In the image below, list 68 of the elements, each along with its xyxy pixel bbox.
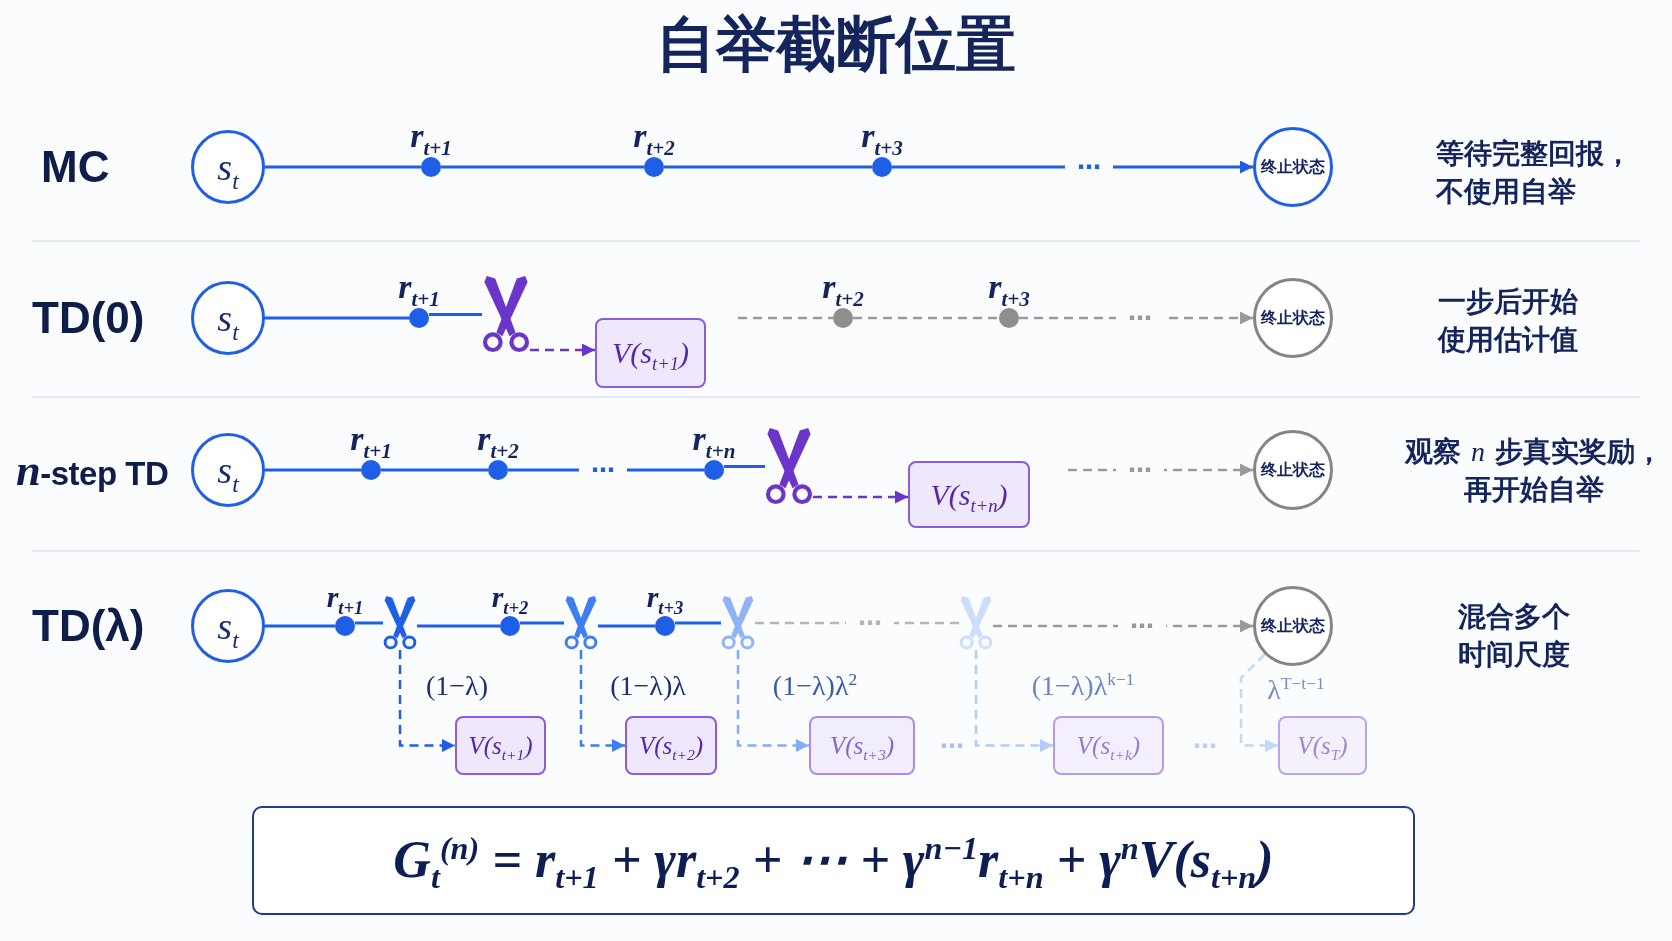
description-text: 等待完整回报，不使用自举	[1436, 136, 1633, 210]
connector-line	[429, 313, 482, 316]
scissors-icon	[721, 596, 755, 650]
dashed-arrow	[813, 490, 908, 504]
reward-label: r$_{t+1}$	[350, 422, 392, 456]
value-box: V(s$_{t+2}$)	[625, 716, 717, 775]
dashed-arrow	[736, 650, 809, 752]
description-text: 一步后开始使用估计值	[1438, 284, 1579, 358]
value-box: V(s$_{t+n}$)	[908, 461, 1030, 528]
value-box: V(s$_{t+3}$)	[809, 716, 915, 775]
connector-line	[441, 165, 644, 169]
dashed-arrow	[974, 650, 1053, 752]
reward-label: r$_{t+2}$	[491, 582, 529, 612]
connector-line	[417, 624, 500, 628]
scissors-icon	[765, 428, 813, 505]
connector-line	[598, 624, 655, 628]
connector-line	[381, 468, 488, 472]
reward-label: r$_{t+n}$	[692, 422, 736, 456]
connector-line	[664, 165, 872, 169]
reward-label: r$_{t+1}$	[410, 119, 452, 153]
terminal-state-circle: 终止状态	[1253, 430, 1333, 510]
dashed-arrow	[1239, 653, 1278, 752]
reward-label: r$_{t+3}$	[988, 270, 1030, 304]
state-circle: s$_{t}$	[191, 589, 265, 663]
reward-label: r$_{t+3}$	[646, 582, 684, 612]
value-box: V(s$_{t+k}$)	[1053, 716, 1164, 775]
connector-line	[265, 468, 361, 472]
terminal-state-circle: 终止状态	[1253, 127, 1333, 207]
reward-label: r$_{t+1}$	[326, 582, 364, 612]
reward-label: r$_{t+2}$	[822, 270, 864, 304]
state-circle: s$_{t}$	[191, 130, 265, 204]
connector-line	[265, 624, 335, 628]
method-label: TD(λ)	[32, 601, 145, 651]
value-box: V(s$_{T}$)	[1278, 716, 1367, 775]
dashed-connector-line	[853, 316, 999, 320]
method-label: MC	[41, 142, 110, 192]
reward-label: r$_{t+1}$	[398, 270, 440, 304]
title: 自举截断位置	[656, 8, 1016, 80]
connector-line	[675, 621, 721, 625]
value-box: V(s$_{t+1}$)	[455, 716, 546, 775]
dashed-arrow	[530, 343, 595, 357]
value-box: V(s$_{t+1}$)	[595, 318, 706, 388]
scissors-icon	[482, 276, 530, 353]
terminal-state-circle: 终止状态	[1253, 586, 1333, 666]
connector-line	[265, 165, 421, 169]
connector-line	[724, 465, 765, 468]
description-text: 观察 n 步真实奖励，再开始自举	[1403, 434, 1664, 508]
state-circle: s$_{t}$	[191, 433, 265, 507]
scissors-icon	[564, 596, 598, 650]
dashed-connector-line	[738, 316, 833, 320]
connector-line	[265, 316, 409, 320]
reward-label: r$_{t+3}$	[861, 119, 903, 153]
ellipsis: ⋯	[1192, 734, 1218, 758]
scissors-icon	[959, 596, 993, 650]
reward-label: r$_{t+2}$	[633, 119, 675, 153]
method-label: TD(0)	[32, 293, 145, 343]
connector-line	[355, 621, 383, 625]
dashed-arrow	[398, 650, 455, 752]
scissors-icon	[383, 596, 417, 650]
description-text: 混合多个时间尺度	[1458, 599, 1571, 673]
connector-line	[520, 621, 564, 625]
dashed-arrow	[579, 650, 625, 752]
terminal-state-circle: 终止状态	[1253, 278, 1333, 358]
method-label: n-step TD	[16, 445, 169, 495]
formula-box: G$_{t}$$^{(n)}$ = r$_{t+1}$ + γr$_{t+2}$ + ⋯ + γ$^{n−1}$r$_{t+n}$ + γ$^{n}$V(s$_{t+n}$)	[252, 806, 1415, 915]
ellipsis: ⋯	[939, 734, 965, 758]
state-circle: s$_{t}$	[191, 281, 265, 355]
reward-label: r$_{t+2}$	[477, 422, 519, 456]
